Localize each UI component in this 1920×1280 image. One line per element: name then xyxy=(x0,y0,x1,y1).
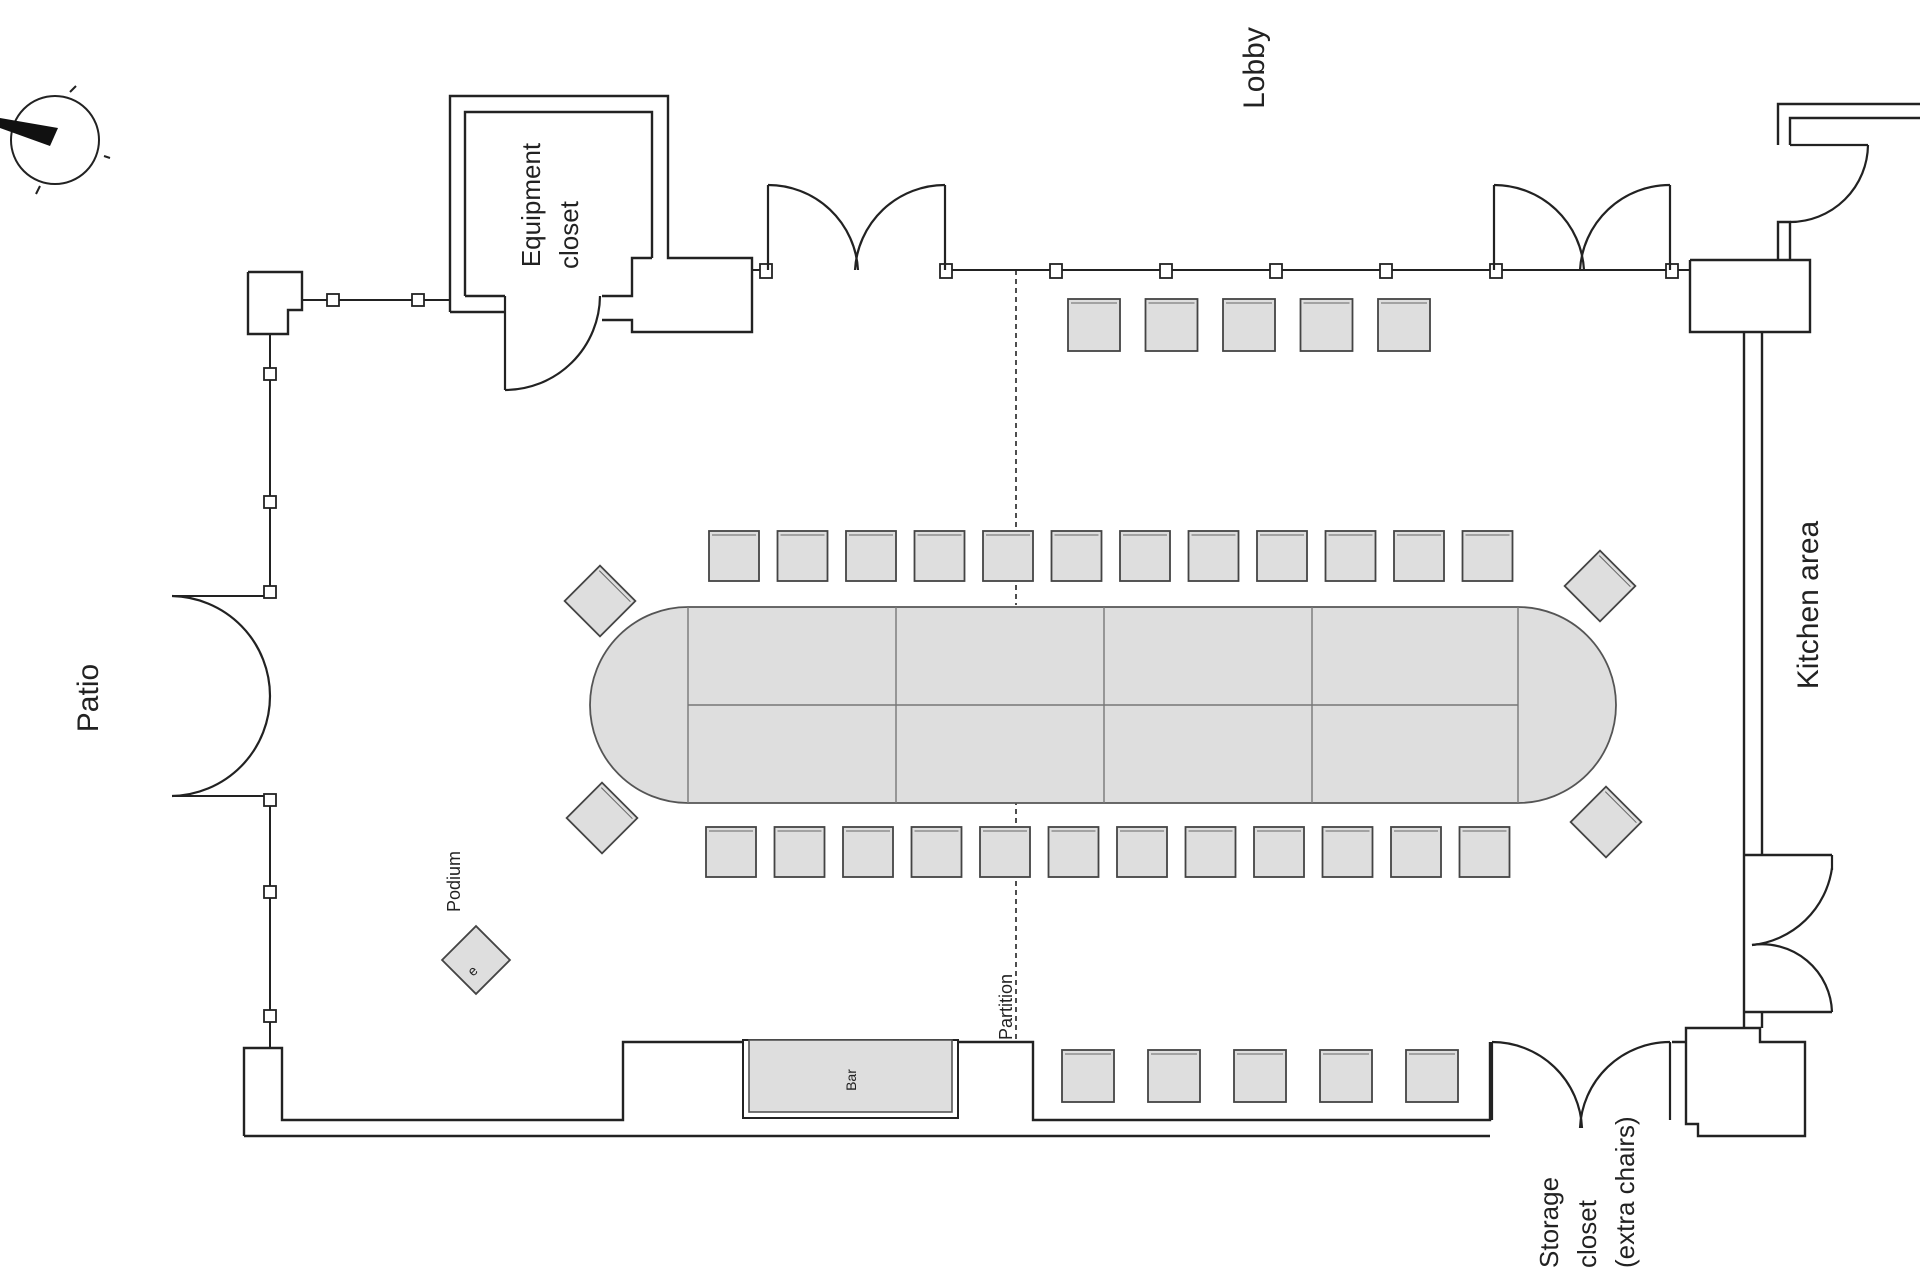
corner-door xyxy=(1789,143,1870,224)
chair xyxy=(1256,530,1308,582)
bar-label: Bar xyxy=(843,1069,859,1091)
chair xyxy=(1569,785,1643,859)
chair xyxy=(1187,530,1240,582)
chair xyxy=(1233,1049,1287,1103)
chair xyxy=(1324,530,1377,582)
chair xyxy=(982,530,1034,582)
chair xyxy=(773,826,826,878)
chair xyxy=(1390,826,1442,878)
storage-label-line3: (extra chairs) xyxy=(1610,1116,1640,1268)
chair xyxy=(1116,826,1168,878)
chair xyxy=(1377,298,1431,352)
chair xyxy=(1458,826,1511,878)
chair xyxy=(1563,549,1637,623)
window-posts xyxy=(263,263,1679,1023)
kitchen-door xyxy=(1751,855,1834,1013)
chair xyxy=(565,781,639,855)
storage-label-line1: Storage xyxy=(1534,1177,1564,1268)
chair xyxy=(1119,530,1171,582)
chair xyxy=(1405,1049,1459,1103)
storage-label-line2: closet xyxy=(1572,1199,1602,1268)
equipment-closet-label: Equipment closet xyxy=(516,142,584,269)
chair xyxy=(1067,298,1121,352)
chair xyxy=(1299,298,1354,352)
storage-closet-label: Storage closet (extra chairs) xyxy=(1534,1116,1640,1268)
chair xyxy=(913,530,966,582)
chair xyxy=(1319,1049,1373,1103)
conference-table xyxy=(589,606,1617,804)
chair xyxy=(705,826,757,878)
chair xyxy=(1393,530,1445,582)
kitchen-label: Kitchen area xyxy=(1792,520,1825,689)
chair xyxy=(1047,826,1100,878)
chair xyxy=(1184,826,1237,878)
equipment-closet-door xyxy=(503,295,602,392)
patio-door xyxy=(171,594,272,798)
equipment-label-line2: closet xyxy=(554,200,584,269)
chair xyxy=(842,826,894,878)
patio-label: Patio xyxy=(72,664,105,732)
room-walls xyxy=(172,94,1920,1138)
chair xyxy=(708,530,760,582)
chair xyxy=(1253,826,1305,878)
podium: e xyxy=(440,924,512,996)
chair xyxy=(1321,826,1374,878)
equipment-label-line1: Equipment xyxy=(516,142,546,267)
lobby-door-right xyxy=(1492,183,1672,271)
storage-closet-door xyxy=(1490,1040,1672,1129)
chair xyxy=(979,826,1031,878)
bar-counter xyxy=(742,1039,959,1119)
partition-label: Partition xyxy=(996,974,1016,1040)
chair xyxy=(563,564,637,638)
podium-label: Podium xyxy=(444,851,464,912)
chair xyxy=(1050,530,1103,582)
lobby-door-left xyxy=(766,183,947,271)
chair xyxy=(776,530,829,582)
compass-icon xyxy=(0,85,111,195)
chair xyxy=(1147,1049,1201,1103)
lobby-label: Lobby xyxy=(1238,27,1271,109)
chair xyxy=(1061,1049,1115,1103)
chair xyxy=(910,826,963,878)
chair xyxy=(845,530,897,582)
chair xyxy=(1461,530,1514,582)
chair xyxy=(1222,298,1276,352)
chairs-group xyxy=(563,298,1643,1103)
chair xyxy=(1144,298,1199,352)
